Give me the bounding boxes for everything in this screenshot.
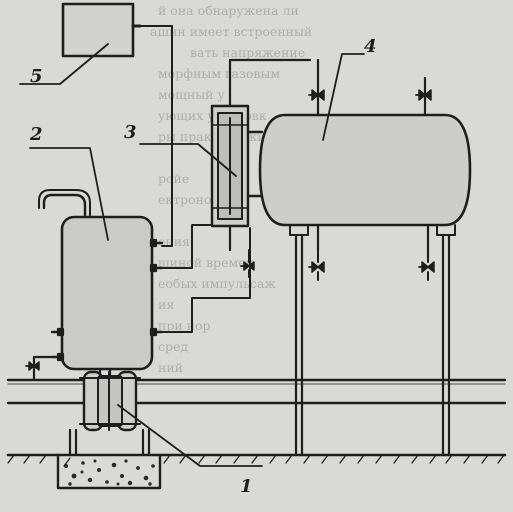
orifice-flange-assembly <box>79 370 141 432</box>
ground <box>6 453 507 467</box>
label-2: 2 <box>30 124 43 145</box>
valves-drum <box>308 89 435 281</box>
tank-2-goose-neck <box>42 193 87 219</box>
bg-line: ройе <box>158 171 190 186</box>
bg-line: шиной времен <box>158 255 255 270</box>
gas-pipeline <box>6 378 507 405</box>
drain-pipe <box>32 355 54 382</box>
bg-line: сред <box>158 339 189 354</box>
leader-1 <box>117 404 263 467</box>
tank-2-nozzle-blocks <box>149 263 158 273</box>
tank-2-goose-neck-inner <box>38 189 91 218</box>
bg-line: мощный у <box>158 87 225 102</box>
gauge-3-frame-lines <box>211 124 249 209</box>
foundation-pit <box>56 453 162 490</box>
label-3: 3 <box>124 122 137 143</box>
bg-line: при нор <box>158 318 211 333</box>
supports <box>68 233 451 457</box>
drum-4-body <box>258 113 472 227</box>
leader-5 <box>19 43 109 85</box>
bg-line: вать напряжение <box>190 45 306 60</box>
label-4: 4 <box>364 36 377 57</box>
tank-2-body <box>60 215 154 371</box>
tank-2-nozzle-blocks <box>56 327 65 337</box>
gauge-3-side-connection-mid <box>246 130 264 198</box>
bg-line: ний <box>158 360 183 375</box>
bg-line: морфным газовым <box>158 66 281 81</box>
level-gauge-3 <box>161 58 312 333</box>
label-1: 1 <box>240 476 253 497</box>
bg-line: ия <box>158 297 175 312</box>
tank-2-nozzle-blocks <box>149 238 158 248</box>
ground-hatching <box>7 454 505 467</box>
drum-4-saddles <box>289 224 456 236</box>
bg-line: ектронов <box>158 192 219 207</box>
tank-2-bottom-connection <box>98 367 112 380</box>
drum-4 <box>258 58 472 260</box>
signal-line-5 <box>139 25 173 247</box>
drain-valve-left <box>25 355 54 382</box>
leader-lines <box>19 43 365 467</box>
label-5: 5 <box>30 66 43 87</box>
support-legs-tank-right <box>141 428 151 457</box>
gauge-3-to-tank-lower <box>161 227 251 333</box>
tank-2 <box>38 189 164 380</box>
valve-gauge-drain <box>240 249 255 278</box>
bg-line: ашин имеет встроенный <box>150 24 313 39</box>
support-legs-drum-left <box>294 233 304 457</box>
leader-4 <box>322 53 365 141</box>
gauge-3-side-connection-lower <box>161 224 213 269</box>
bg-line: еобых импульсаж <box>158 276 276 291</box>
leader-2 <box>29 147 109 241</box>
support-legs-drum-right <box>441 233 451 457</box>
gauge-3-top-connection <box>228 58 312 108</box>
tank-2-nozzle-blocks <box>56 352 65 362</box>
leader-3 <box>139 143 237 177</box>
pit-outline <box>56 453 162 490</box>
bg-line: й она обнаружена ли <box>158 3 299 18</box>
device-5-body <box>61 2 135 58</box>
device-5 <box>61 2 173 247</box>
support-legs-tank-left <box>68 428 78 457</box>
gravel-fill <box>64 459 155 486</box>
tank-2-nozzle-blocks <box>149 327 158 337</box>
